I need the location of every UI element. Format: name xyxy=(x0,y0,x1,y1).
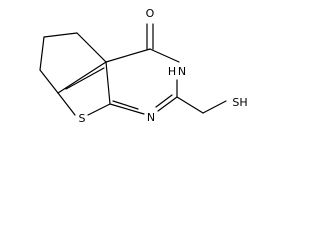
bond-c7-c3a-double xyxy=(65,67,105,90)
bond-c7-s xyxy=(57,92,76,116)
bond-c3a-c4 xyxy=(76,32,107,63)
bond-s-c7a xyxy=(87,103,111,116)
molecule-structure-diagram: O N H N S SH xyxy=(39,7,248,125)
ring-nitrogen-label: N xyxy=(147,111,155,124)
bond-c6-c7 xyxy=(39,69,59,94)
bond-c3a-c4 xyxy=(105,48,151,63)
thiophene-sulfur-label: S xyxy=(79,112,86,125)
thiol-label: SH xyxy=(232,96,247,109)
bond-ch2-s xyxy=(202,100,227,114)
bond-c2-n1-double xyxy=(155,94,173,108)
cyclopentane-ring xyxy=(39,32,107,94)
nh-nitrogen-label: N xyxy=(178,65,186,78)
bond-n1-c7a xyxy=(109,103,145,115)
bond-c4-n3 xyxy=(149,48,180,63)
pyrimidinone-ring xyxy=(105,48,180,115)
carbonyl-oxygen-label: O xyxy=(146,7,155,20)
bond-c7a-c3a xyxy=(105,61,111,105)
bond-c7-c3a xyxy=(57,61,107,94)
bond-c5-c6 xyxy=(39,36,45,71)
carbonyl-group xyxy=(146,23,154,50)
thiomethyl-chain xyxy=(176,96,227,114)
bond-c2-ch2 xyxy=(176,96,204,114)
bond-n1-c7a-double xyxy=(112,100,139,110)
thiophene-ring xyxy=(57,61,111,116)
bond-c2-n1 xyxy=(157,96,178,112)
bond-c4-c5 xyxy=(43,32,78,38)
nh-hydrogen-label: H xyxy=(168,65,176,78)
